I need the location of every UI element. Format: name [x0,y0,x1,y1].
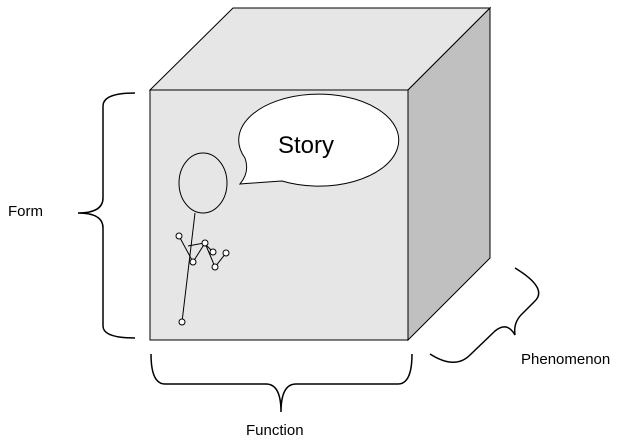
joint-hand-right [222,249,230,257]
form-label: Form [8,203,43,220]
joint-shoulder [201,239,209,247]
speech-bubble-icon [238,93,400,187]
joint-knee [211,263,219,271]
stick-figure-icon [175,152,230,326]
figure-body [181,212,196,323]
phenomenon-label: Phenomenon [521,351,611,368]
function-brace [150,353,413,413]
story-label: Story [278,132,335,159]
form-brace [77,92,136,339]
function-label: Function [246,422,304,439]
joint-hand-left [175,232,183,240]
joint-elbow [189,258,197,266]
joint-foot [178,318,186,326]
joint-hip [209,248,217,256]
phenomenon-brace [429,267,540,363]
figure-head [178,152,228,214]
